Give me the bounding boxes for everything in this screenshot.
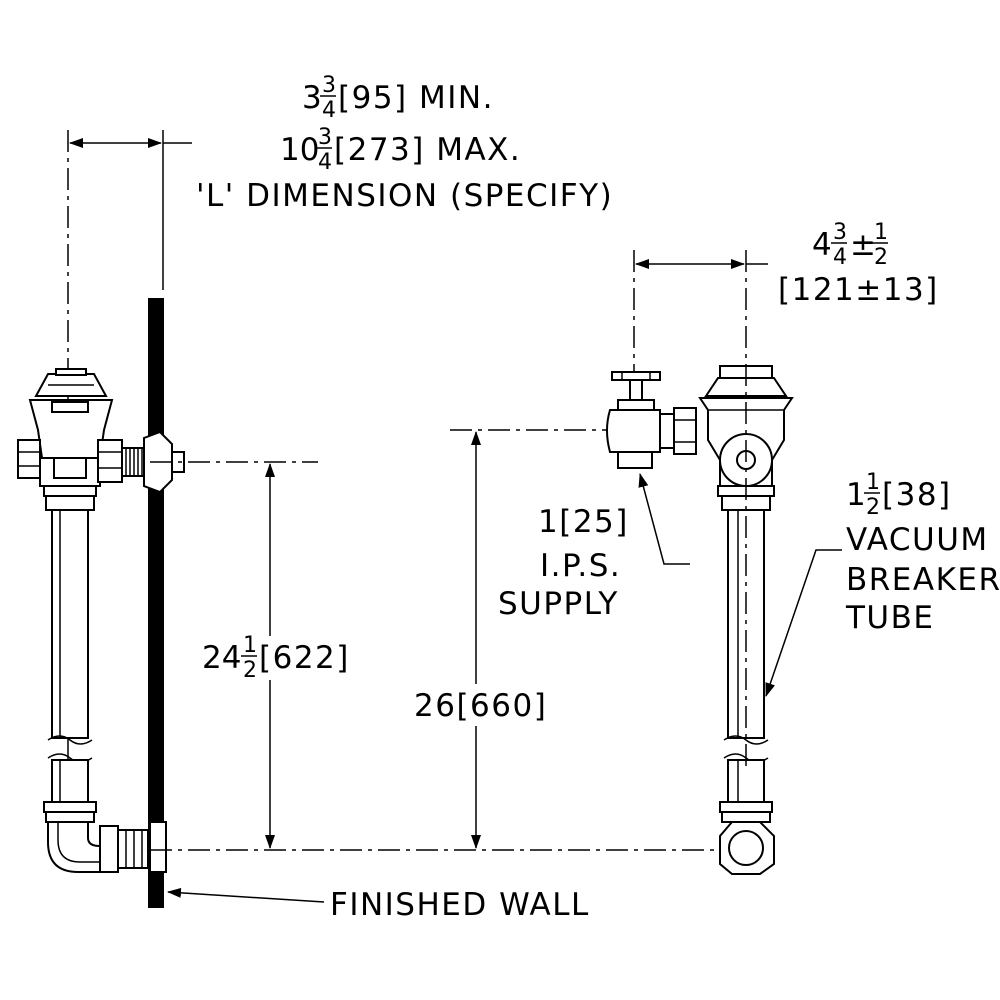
wall-height-denominator: 2: [243, 658, 257, 683]
l-min-value: [95] MIN.: [338, 80, 494, 116]
supply-size: 1[25]: [538, 504, 629, 540]
offset-dimension: 4 3 4 ± 1 2 [121±13]: [635, 220, 939, 308]
wall-height-whole: 24: [202, 640, 241, 676]
offset-metric-value: [121±13]: [778, 272, 939, 308]
offset-tolerance-denominator: 2: [874, 245, 888, 270]
tube-label-tube: TUBE: [845, 600, 934, 636]
l-max-value: [273] MAX.: [334, 132, 521, 168]
supply-callout: 1[25] I.P.S. SUPPLY: [498, 473, 690, 622]
supply-height-value: 26[660]: [414, 688, 547, 724]
l-max-whole: 10: [280, 132, 319, 168]
tube-label-vacuum: VACUUM: [846, 522, 989, 558]
flush-valve-side-view: [17, 368, 185, 873]
wall-callout: FINISHED WALL: [167, 887, 590, 923]
finished-wall-label: FINISHED WALL: [330, 887, 590, 923]
finished-wall: [148, 298, 164, 908]
offset-whole: 4: [812, 227, 832, 263]
tube-size-denominator: 2: [866, 495, 880, 520]
flush-valve-front-view: [606, 365, 794, 875]
offset-denominator: 4: [833, 245, 847, 270]
tube-size-metric: [38]: [882, 477, 952, 513]
supply-label: SUPPLY: [498, 586, 619, 622]
tube-size-whole: 1: [846, 477, 866, 513]
supply-type: I.P.S.: [540, 548, 621, 584]
tube-callout: 1 1 2 [38] VACUUM BREAKER TUBE: [765, 470, 1000, 697]
wall-height-value: [622]: [259, 640, 350, 676]
tube-size-numerator: 1: [866, 470, 880, 495]
height-to-stop-dimension: 24 1 2 [622]: [202, 463, 350, 849]
l-min-numerator: 3: [322, 73, 336, 98]
tube-label-breaker: BREAKER: [846, 562, 1000, 598]
l-max-denominator: 4: [318, 150, 332, 175]
wall-height-numerator: 1: [243, 633, 257, 658]
l-dimension-caption: 'L' DIMENSION (SPECIFY): [196, 178, 613, 214]
l-max-numerator: 3: [318, 125, 332, 150]
offset-plus-minus: ±: [850, 227, 876, 263]
height-to-supply-dimension: 26[660]: [414, 431, 547, 849]
l-min-whole: 3: [302, 80, 322, 116]
offset-tolerance-numerator: 1: [874, 220, 888, 245]
l-min-denominator: 4: [322, 98, 336, 123]
offset-numerator: 3: [833, 220, 847, 245]
